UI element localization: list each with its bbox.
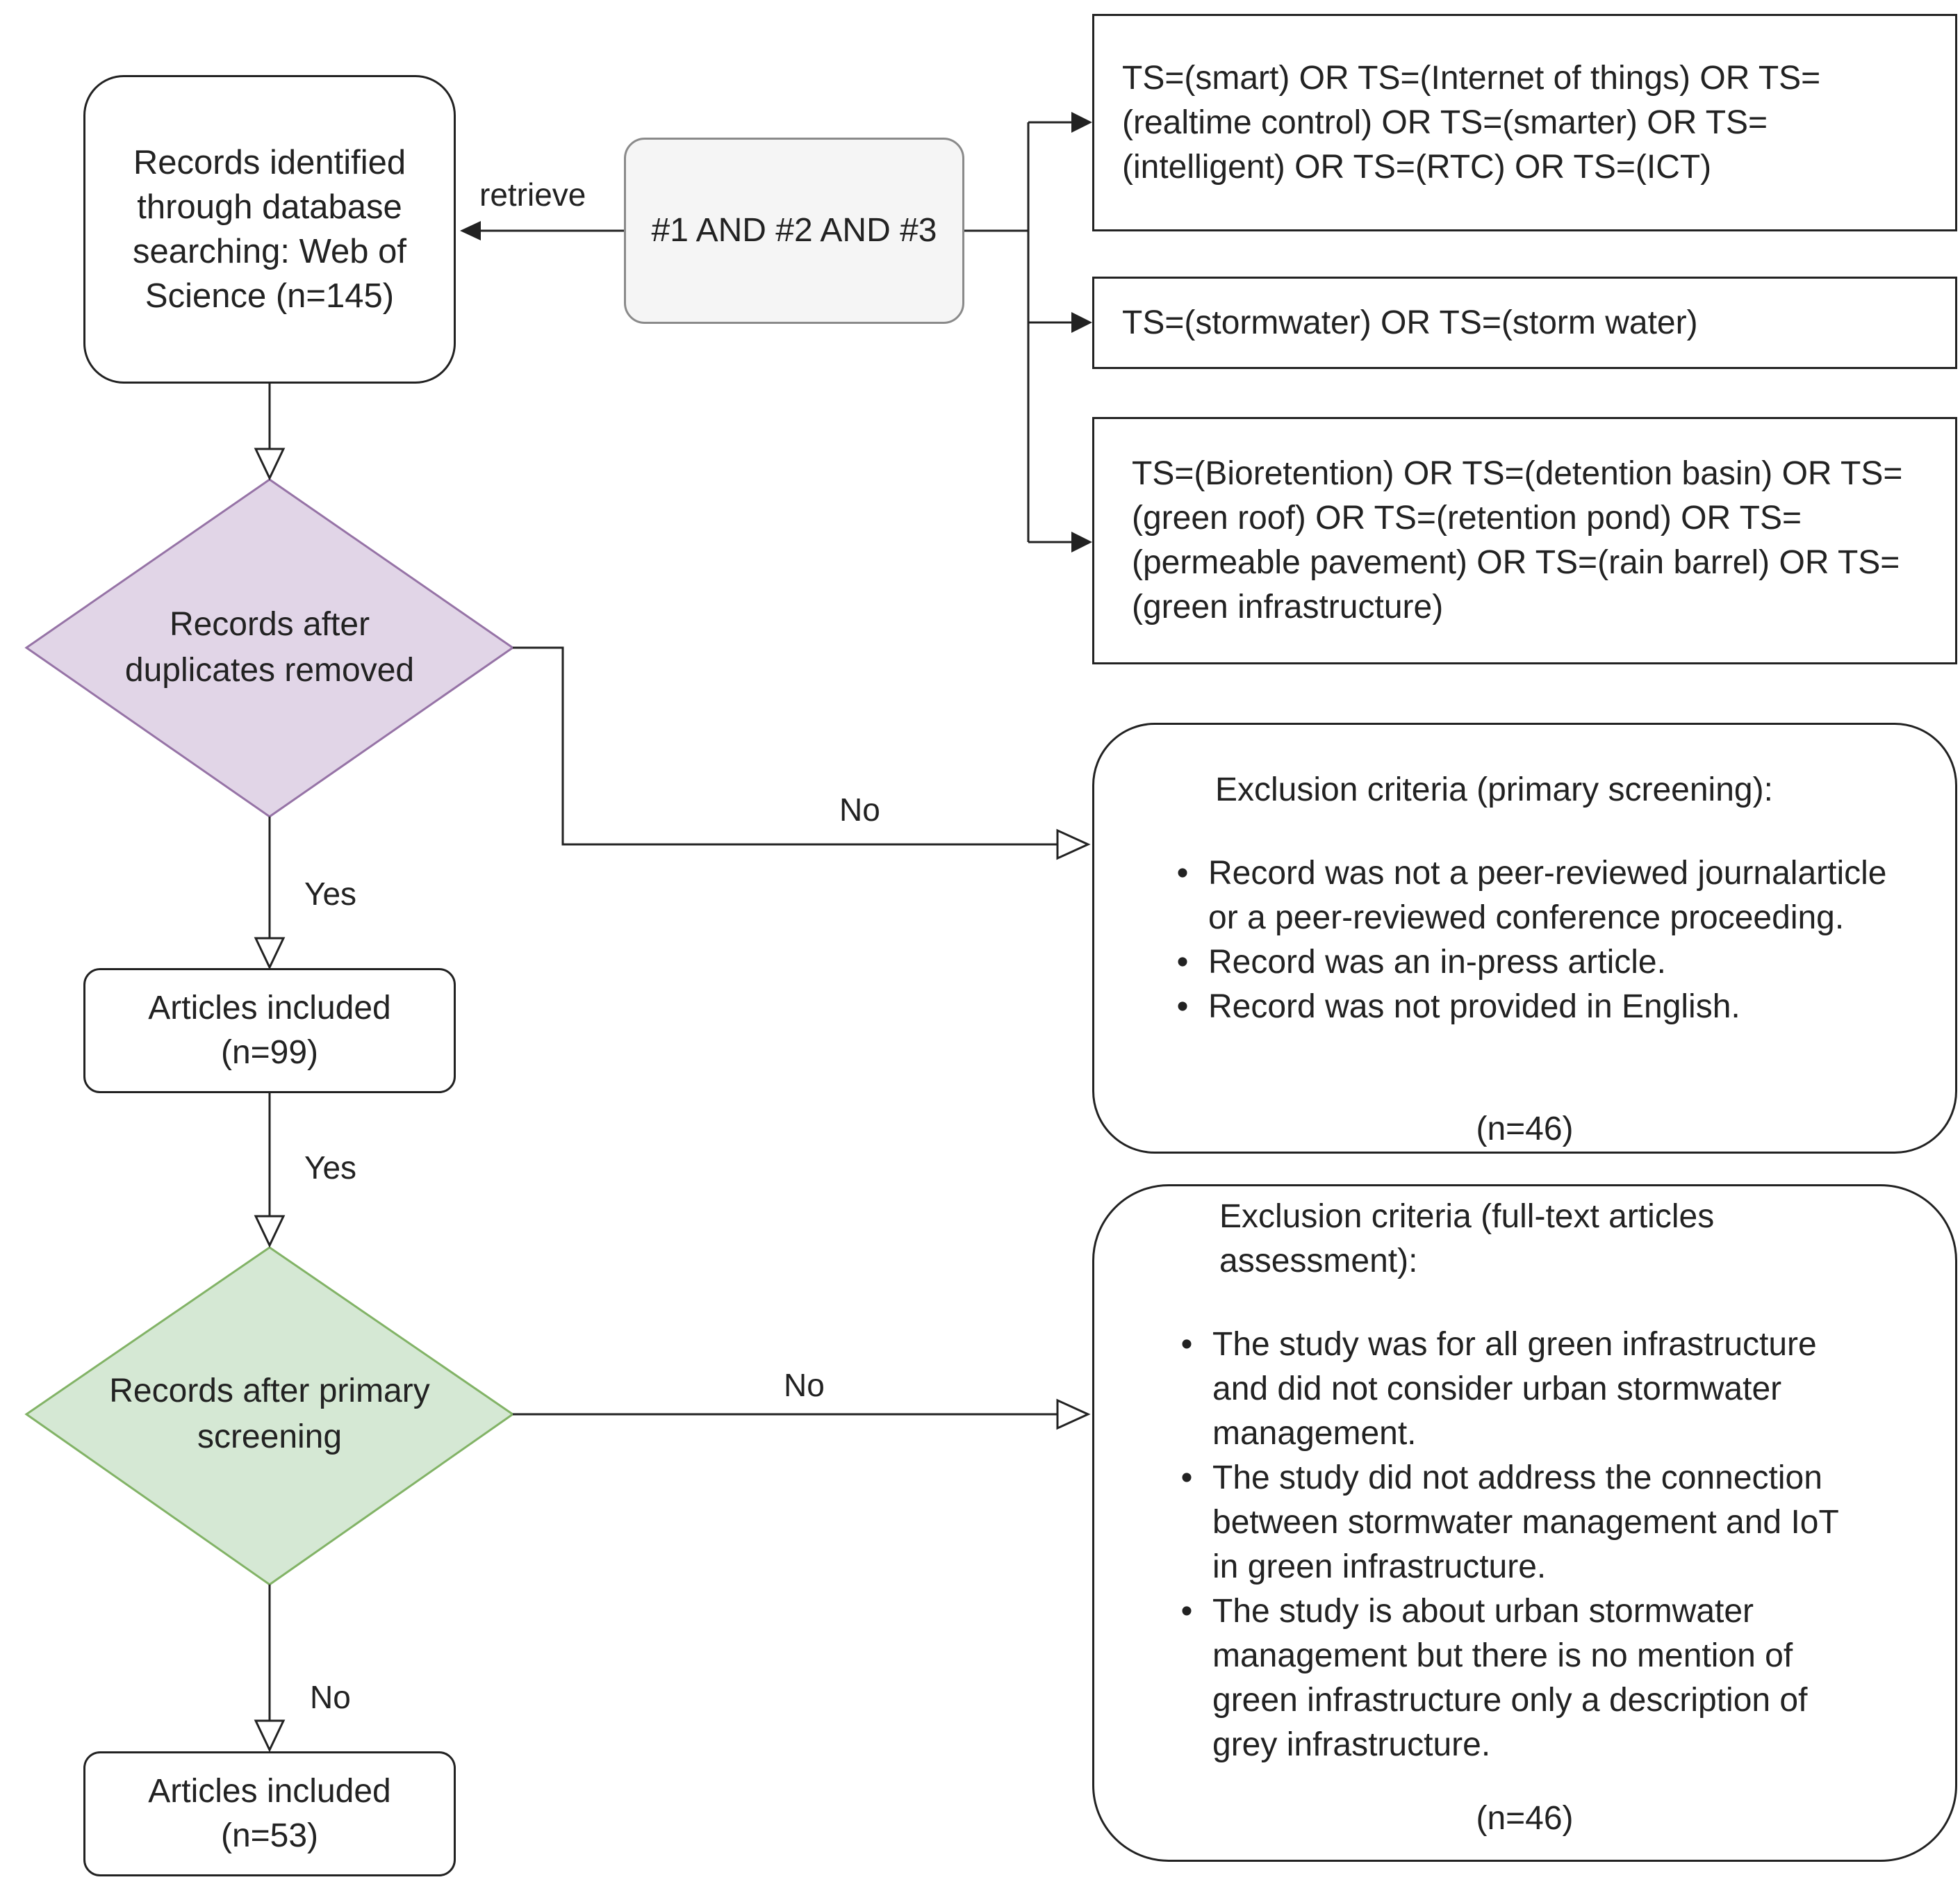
- articles-included-53-label: Articles included (n=53): [148, 1773, 391, 1854]
- edge-identified-to-dedup-arrowhead: [254, 448, 286, 481]
- query-filter-label: #1 AND #2 AND #3: [651, 212, 937, 249]
- included-yes-edge-label: Yes: [304, 1149, 357, 1186]
- edge-bus-to-query3-arrowhead: [1071, 532, 1092, 552]
- screen-no-down-edge-label: No: [310, 1679, 351, 1715]
- exclusion-primary-item-text: Record was an in-press article.: [1208, 944, 1666, 981]
- exclusion-primary-list: • Record was not a peer-reviewed journal…: [1157, 851, 1914, 1029]
- query-iot-label: TS=(smart) OR TS=(Internet of things) OR…: [1122, 59, 1821, 186]
- retrieve-edge-label: retrieve: [479, 177, 586, 213]
- edge-dedup-to-exclusion-primary: [513, 646, 1059, 846]
- exclusion-fulltext-list: • The study was for all green infrastruc…: [1161, 1323, 1856, 1767]
- bullet-icon: •: [1180, 1593, 1193, 1630]
- exclusion-primary-box: Exclusion criteria (primary screening): …: [1092, 723, 1957, 1154]
- edge-bus-to-query1-arrowhead: [1071, 112, 1092, 133]
- exclusion-fulltext-item-text: The study did not address the connection…: [1212, 1459, 1838, 1585]
- bullet-icon: •: [1180, 1326, 1193, 1363]
- exclusion-fulltext-item: • The study did not address the connecti…: [1161, 1456, 1856, 1589]
- query-box-green-infrastructure: TS=(Bioretention) OR TS=(detention basin…: [1092, 417, 1957, 664]
- query-stormwater-label: TS=(stormwater) OR TS=(storm water): [1122, 304, 1698, 341]
- query-green-infrastructure-label: TS=(Bioretention) OR TS=(detention basin…: [1132, 455, 1903, 625]
- primary-screening-decision-label: Records after primary screening: [109, 1373, 430, 1455]
- exclusion-fulltext-item: • The study is about urban stormwater ma…: [1161, 1589, 1856, 1767]
- query-box-iot: TS=(smart) OR TS=(Internet of things) OR…: [1092, 14, 1957, 231]
- bullet-icon: •: [1180, 1459, 1193, 1496]
- edge-screen-to-exclusion-fulltext-arrowhead: [1056, 1398, 1091, 1430]
- exclusion-fulltext-item-text: The study is about urban stormwater mana…: [1212, 1593, 1808, 1763]
- exclusion-fulltext-item: • The study was for all green infrastruc…: [1161, 1323, 1856, 1456]
- exclusion-fulltext-count: (n=46): [1476, 1800, 1574, 1837]
- bullet-icon: •: [1176, 855, 1189, 892]
- exclusion-primary-title: Exclusion criteria (primary screening):: [1215, 771, 1773, 808]
- query-filter-box: #1 AND #2 AND #3: [624, 138, 964, 324]
- bullet-icon: •: [1176, 988, 1189, 1025]
- dedup-yes-edge-label: Yes: [304, 876, 357, 912]
- exclusion-fulltext-item-text: The study was for all green infrastructu…: [1212, 1326, 1817, 1452]
- dedup-decision-label: Records after duplicates removed: [124, 606, 415, 689]
- exclusion-primary-item: • Record was an in-press article.: [1157, 940, 1914, 985]
- bullet-icon: •: [1176, 944, 1189, 981]
- exclusion-primary-count: (n=46): [1476, 1111, 1574, 1147]
- records-identified-label: Records identified through database sear…: [132, 144, 407, 315]
- dedup-no-edge-label: No: [839, 792, 880, 828]
- exclusion-fulltext-content: Exclusion criteria (full-text articles a…: [1094, 1186, 1955, 1860]
- exclusion-primary-item: • Record was not a peer-reviewed journal…: [1157, 851, 1914, 940]
- articles-included-99-box: Articles included (n=99): [83, 968, 456, 1093]
- query-box-stormwater: TS=(stormwater) OR TS=(storm water): [1092, 277, 1957, 369]
- edge-screen-to-included2-arrowhead: [254, 1719, 286, 1753]
- records-identified-box: Records identified through database sear…: [83, 75, 456, 384]
- exclusion-primary-item-text: Record was not a peer-reviewed journalar…: [1208, 855, 1887, 936]
- exclusion-primary-item-text: Record was not provided in English.: [1208, 988, 1740, 1025]
- exclusion-primary-item: • Record was not provided in English.: [1157, 985, 1914, 1029]
- edge-bus-to-query2-arrowhead: [1071, 312, 1092, 333]
- screen-no-right-edge-label: No: [784, 1367, 825, 1403]
- exclusion-fulltext-box: Exclusion criteria (full-text articles a…: [1092, 1184, 1957, 1862]
- edge-filter-to-identified-arrowhead: [460, 221, 481, 240]
- edge-included1-to-screen-arrowhead: [254, 1215, 286, 1248]
- articles-included-53-box: Articles included (n=53): [83, 1751, 456, 1876]
- edge-dedup-to-included1-arrowhead: [254, 937, 286, 970]
- edge-dedup-to-exclusion-primary-arrowhead: [1056, 828, 1091, 860]
- exclusion-primary-content: Exclusion criteria (primary screening): …: [1094, 725, 1955, 1152]
- articles-included-99-label: Articles included (n=99): [148, 990, 391, 1071]
- exclusion-fulltext-title: Exclusion criteria (full-text articles a…: [1219, 1198, 1715, 1279]
